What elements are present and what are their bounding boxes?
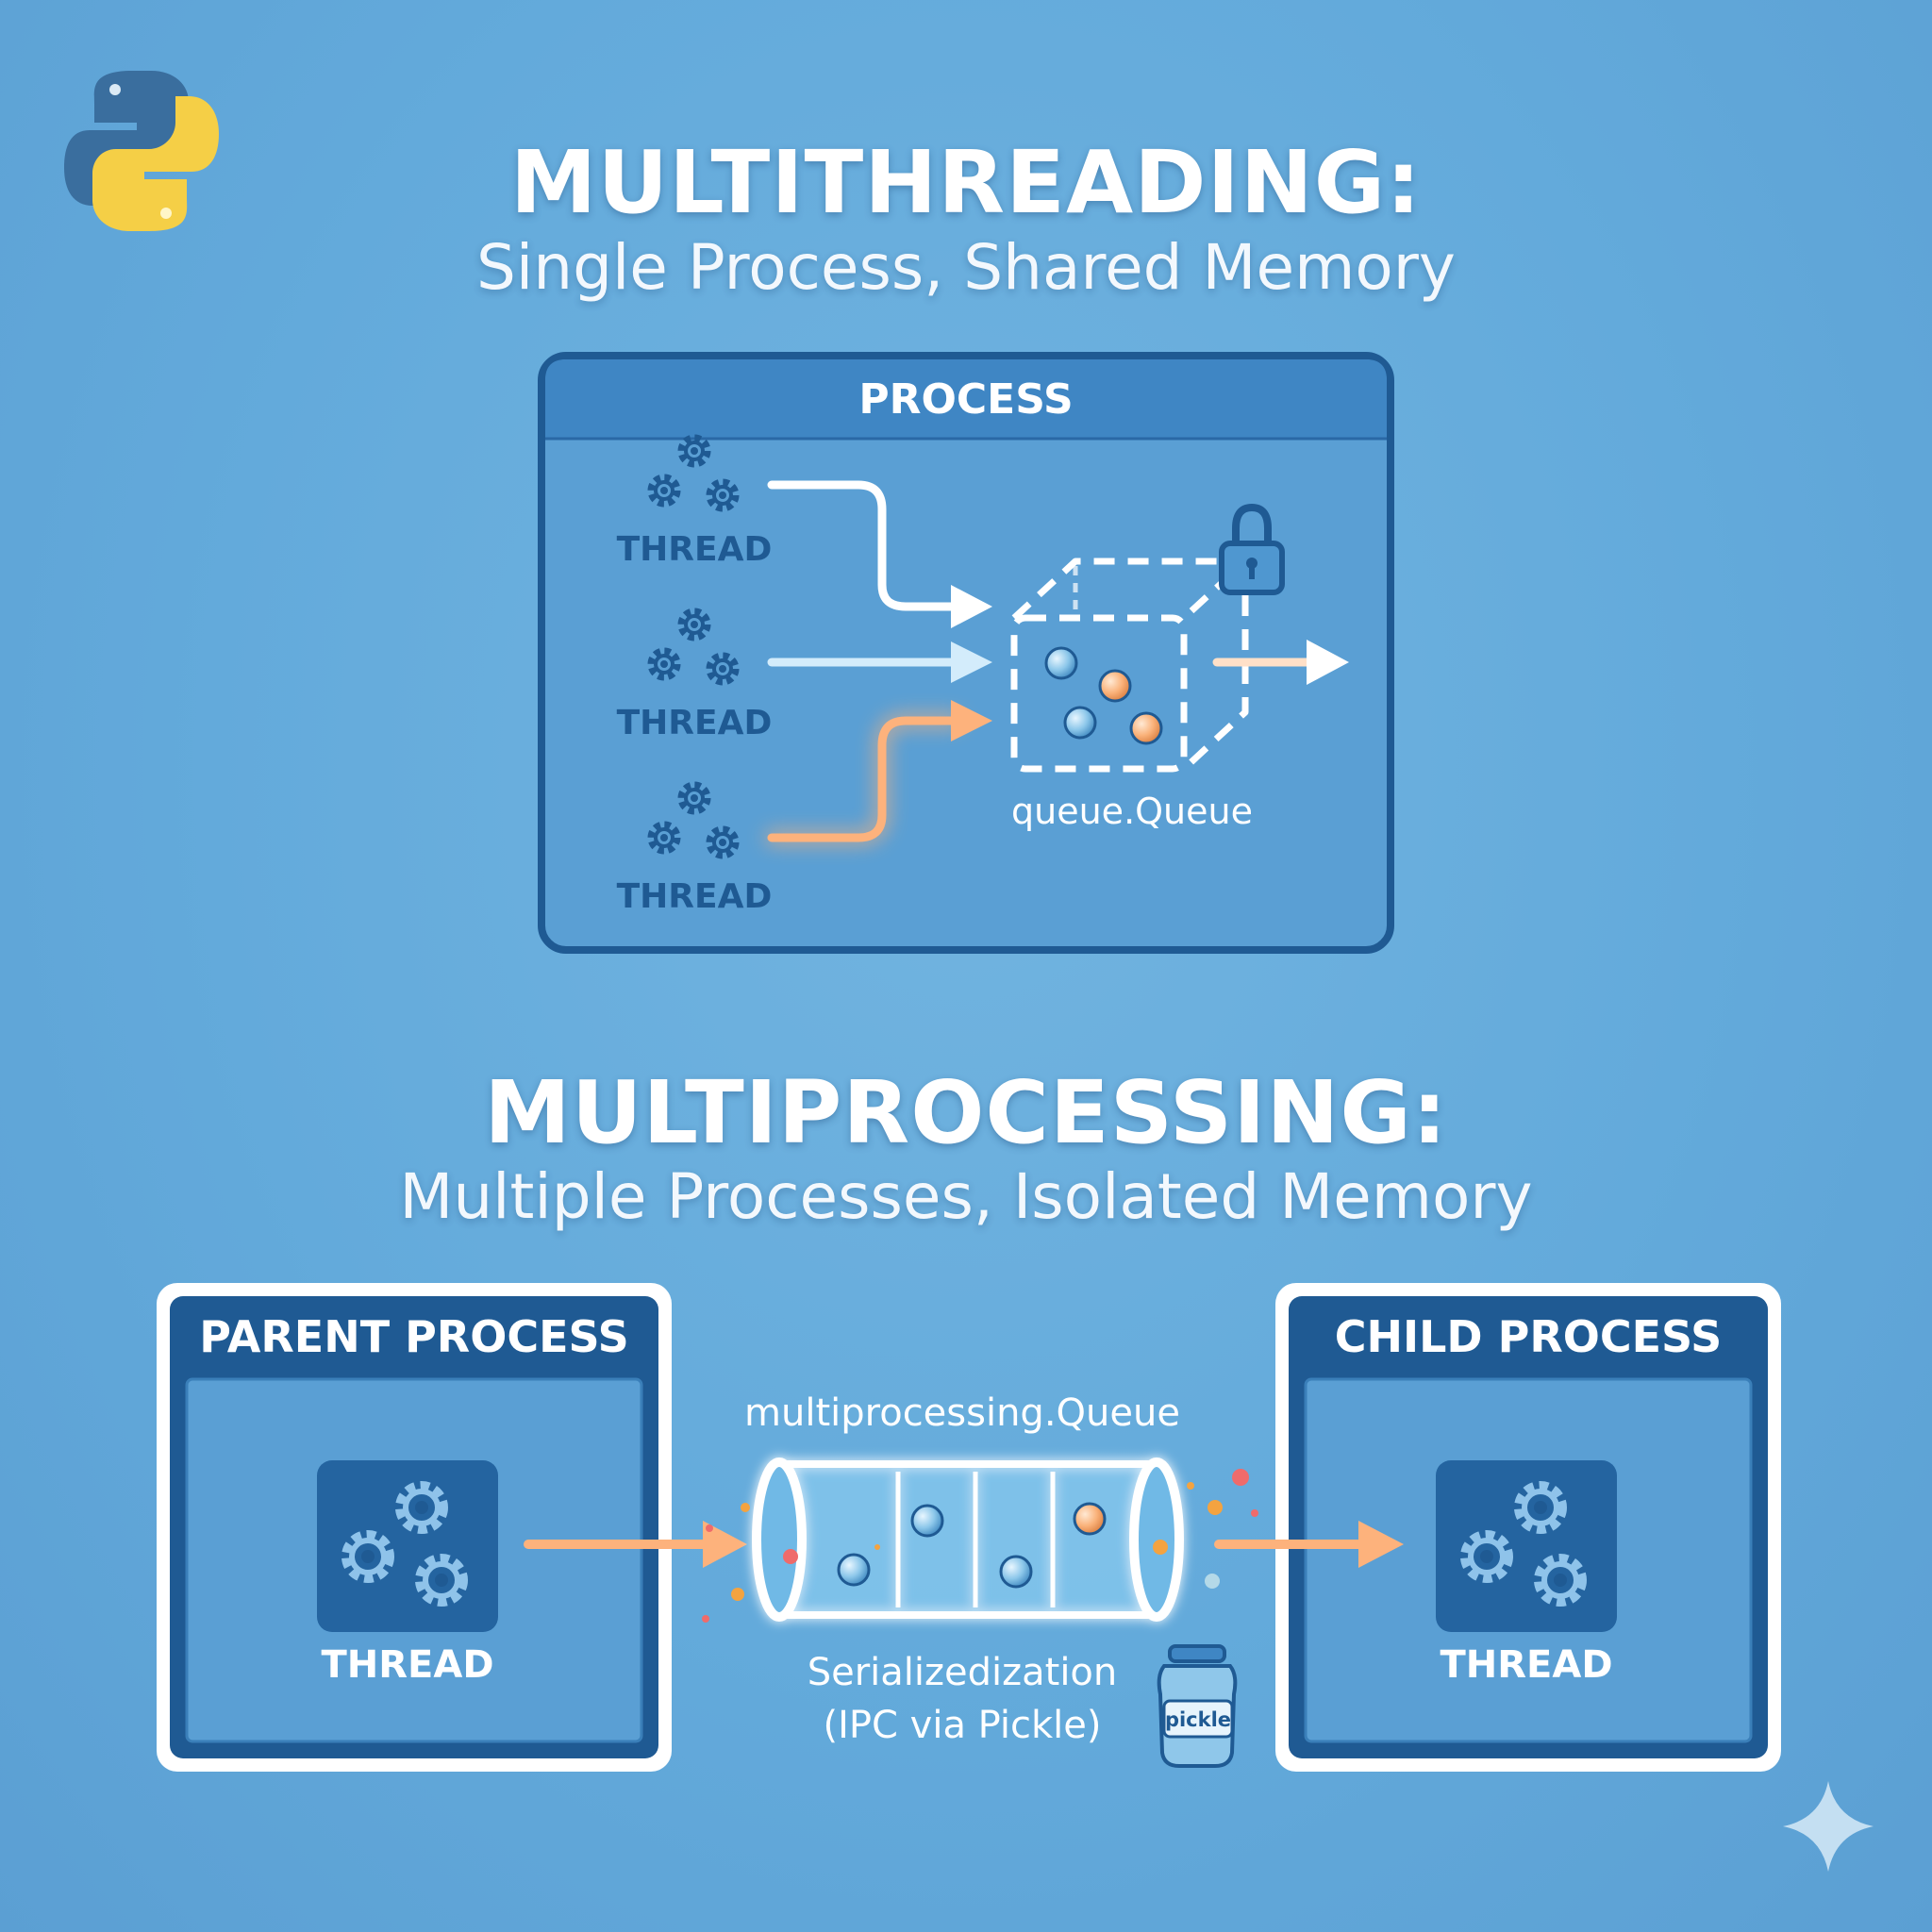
thread-arrow-3	[765, 700, 992, 844]
queue-output-arrow	[1212, 640, 1349, 685]
multithreading-subtitle: Single Process, Shared Memory	[476, 231, 1456, 304]
parent-process-label: PARENT PROCESS	[199, 1311, 629, 1362]
thread-label-1: THREAD	[616, 530, 773, 569]
parent-process-box	[157, 1283, 672, 1772]
serialization-line-1: Serializedization	[807, 1651, 1118, 1694]
multiprocessing-queue-label: multiprocessing.Queue	[744, 1391, 1180, 1435]
child-thread-label: THREAD	[1440, 1643, 1613, 1687]
ipc-queue-pipe	[702, 1457, 1258, 1623]
parent-to-queue-arrow	[524, 1521, 747, 1568]
child-process-box	[1275, 1283, 1781, 1772]
serialization-label: Serializedization (IPC via Pickle)	[736, 1646, 1189, 1752]
thread-label-3: THREAD	[616, 877, 773, 916]
pickle-jar-icon	[1157, 1644, 1238, 1768]
multiprocessing-subtitle: Multiple Processes, Isolated Memory	[399, 1160, 1533, 1233]
pickle-jar-label: pickle	[1164, 1708, 1232, 1731]
queue-to-child-arrow	[1214, 1521, 1404, 1568]
serialization-line-2: (IPC via Pickle)	[823, 1704, 1102, 1747]
process-label: PROCESS	[858, 375, 1074, 424]
shared-queue-cube	[1010, 558, 1249, 773]
multiprocessing-title: MULTIPROCESSING:	[484, 1062, 1448, 1163]
multithreading-title: MULTITHREADING:	[509, 132, 1423, 233]
child-process-label: CHILD PROCESS	[1334, 1311, 1723, 1362]
thread-arrow-1	[767, 480, 992, 628]
queue-queue-label: queue.Queue	[1011, 791, 1253, 832]
thread-arrow-2	[767, 641, 992, 683]
parent-thread-label: THREAD	[321, 1643, 494, 1687]
lock-icon	[1219, 503, 1285, 595]
thread-label-2: THREAD	[616, 704, 773, 742]
sparkle-icon	[1783, 1781, 1874, 1872]
python-logo-icon	[64, 71, 219, 231]
